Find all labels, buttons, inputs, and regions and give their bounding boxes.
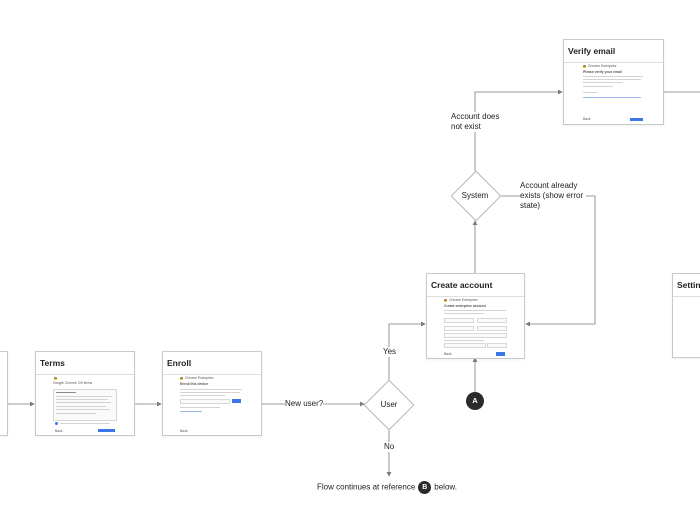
account-not-exist-edge-label: Account does not exist [451, 112, 507, 132]
terms-accept-button[interactable] [98, 429, 115, 432]
verify-email-thumbnail: Chrome Enterprise Please verify your ema… [564, 63, 663, 124]
verify-email-continue-button[interactable] [630, 118, 643, 121]
create-account-thumb-brand: Chrome Enterprise [449, 298, 478, 302]
verify-email-title: Verify email [564, 40, 663, 63]
terms-checkbox[interactable] [55, 422, 58, 425]
create-account-screen-card[interactable]: Create account Chrome Enterprise Create … [426, 273, 525, 359]
phone-field[interactable] [444, 343, 486, 348]
enroll-thumbnail: Chrome Enterprise Enroll this device Bac… [163, 375, 261, 435]
enroll-screen-card[interactable]: Enroll Chrome Enterprise Enroll this dev… [162, 351, 262, 436]
verify-email-thumb-heading: Please verify your email [583, 70, 622, 74]
terms-back-button[interactable]: Back [55, 429, 63, 433]
reference-a-marker[interactable]: A [466, 392, 484, 410]
business-name-field[interactable] [444, 326, 474, 331]
verify-email-screen-card[interactable]: Verify email Chrome Enterprise Please ve… [563, 39, 664, 125]
flow-continues-prefix: Flow continues at reference [317, 482, 416, 492]
chrome-logo-icon [444, 299, 447, 302]
create-account-thumbnail: Chrome Enterprise Create enterprise acco… [427, 297, 524, 358]
create-account-next-button[interactable] [496, 352, 505, 356]
chrome-logo-icon [583, 65, 586, 68]
verify-email-back-button[interactable]: Back [583, 117, 591, 121]
terms-thumb-heading: Google Chrome OS terms [53, 381, 93, 385]
no-edge-label: No [384, 442, 395, 452]
country-select[interactable] [487, 343, 507, 348]
create-account-thumb-heading: Create enterprise account [444, 304, 486, 308]
verify-email-thumb-brand: Chrome Enterprise [588, 64, 617, 68]
terms-screen-card[interactable]: Terms Google Chrome OS terms Back [35, 351, 135, 436]
enroll-title: Enroll [163, 352, 261, 375]
enroll-thumb-brand: Chrome Enterprise [185, 376, 214, 380]
enroll-back-button[interactable]: Back [180, 429, 188, 433]
terms-text-box [53, 389, 117, 421]
enroll-next-inline-button[interactable] [232, 399, 241, 403]
terms-title: Terms [36, 352, 134, 375]
reference-b-marker[interactable]: B [418, 481, 432, 494]
email-field[interactable] [444, 333, 507, 338]
enroll-thumb-heading: Enroll this device [180, 382, 209, 386]
create-account-title: Create account [427, 274, 524, 297]
google-logo-icon [54, 377, 57, 380]
chrome-logo-icon [180, 377, 183, 380]
account-exists-edge-label: Account already exists (show error state… [520, 181, 586, 211]
settings-screen-card[interactable]: Settin [672, 273, 700, 358]
system-decision-label: System [461, 191, 489, 200]
create-account-back-button[interactable]: Back [444, 352, 452, 356]
flow-continues-suffix: below. [434, 482, 457, 492]
enroll-email-input[interactable] [180, 399, 230, 404]
last-name-field[interactable] [477, 318, 507, 323]
terms-thumbnail: Google Chrome OS terms Back [36, 375, 134, 435]
settings-title: Settin [673, 274, 700, 297]
partial-screen-card [0, 351, 8, 436]
edge-system-to-verify [474, 89, 563, 171]
first-name-field[interactable] [444, 318, 474, 323]
edge-user-yes [388, 321, 426, 380]
yes-edge-label: Yes [383, 347, 397, 357]
employees-field[interactable] [477, 326, 507, 331]
user-decision-label: User [380, 400, 398, 409]
new-user-edge-label: New user? [285, 399, 324, 409]
